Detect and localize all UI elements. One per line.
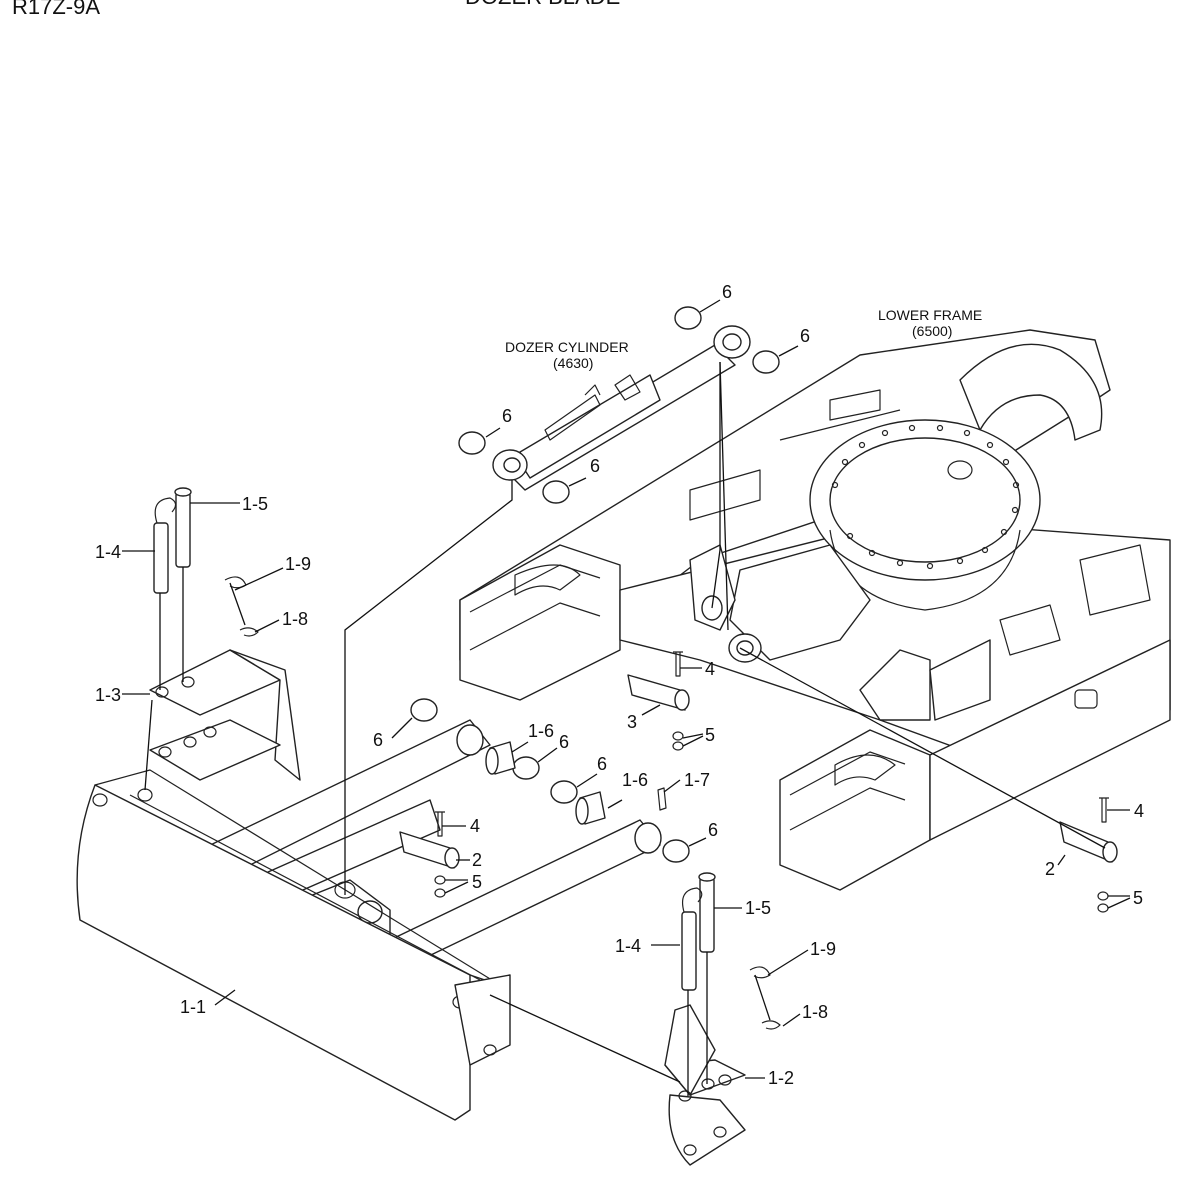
callout-1-1: 1-1	[180, 997, 206, 1017]
callout-1-4-left: 1-4	[95, 542, 121, 562]
callout-1-2: 1-2	[768, 1068, 794, 1088]
model-number: R17Z-9A	[12, 0, 100, 19]
callout-6-arm-left: 6	[373, 730, 383, 750]
diagram-title: DOZER BLADE	[465, 0, 620, 9]
callout-1-5-right: 1-5	[745, 898, 771, 918]
callout-2-right: 2	[1045, 859, 1055, 879]
callout-5-pin3-nut: 5	[705, 725, 715, 745]
callout-1-9-left: 1-9	[285, 554, 311, 574]
callout-6-bush-left: 6	[559, 732, 569, 752]
callout-1-3: 1-3	[95, 685, 121, 705]
callout-4-right-bolt: 4	[1134, 801, 1144, 821]
callout-6-seal-top: 6	[722, 282, 732, 302]
leader-lines	[122, 299, 1131, 1096]
callout-1-8-left: 1-8	[282, 609, 308, 629]
callout-4-pin3-bolt: 4	[705, 659, 715, 679]
bracket-left	[149, 487, 301, 781]
dozer-cylinder	[492, 325, 751, 491]
callout-6-seal-head-rear: 6	[590, 456, 600, 476]
callout-1-6-left: 1-6	[528, 721, 554, 741]
callout-1-9-right: 1-9	[810, 939, 836, 959]
callout-5-center-nut: 5	[472, 872, 482, 892]
dozer-blade	[76, 719, 662, 1121]
callout-3: 3	[627, 712, 637, 732]
callout-1-7: 1-7	[684, 770, 710, 790]
callouts: 6 6 6 6 1-5 1-4 1-9 1-8 1-3 4 3 5 6 1-6 …	[95, 282, 1144, 1088]
callout-1-5-left: 1-5	[242, 494, 268, 514]
callout-6-seal-rod: 6	[800, 326, 810, 346]
callout-5-right-nut: 5	[1133, 888, 1143, 908]
callout-6-seal-head: 6	[502, 406, 512, 426]
lower-frame-label: LOWER FRAME	[878, 307, 982, 323]
callout-1-4-right: 1-4	[615, 936, 641, 956]
callout-6-arm-right: 6	[708, 820, 718, 840]
callout-1-6-right: 1-6	[622, 770, 648, 790]
bracket-right	[664, 872, 781, 1166]
callout-1-8-right: 1-8	[802, 1002, 828, 1022]
small-parts	[399, 306, 1118, 913]
dozer-cylinder-code: (4630)	[553, 355, 593, 371]
callout-6-bush-right: 6	[597, 754, 607, 774]
callout-4-center-bolt: 4	[470, 816, 480, 836]
dozer-cylinder-label: DOZER CYLINDER	[505, 339, 629, 355]
callout-2-center: 2	[472, 850, 482, 870]
lower-frame-code: (6500)	[912, 323, 952, 339]
lower-frame	[459, 329, 1171, 891]
